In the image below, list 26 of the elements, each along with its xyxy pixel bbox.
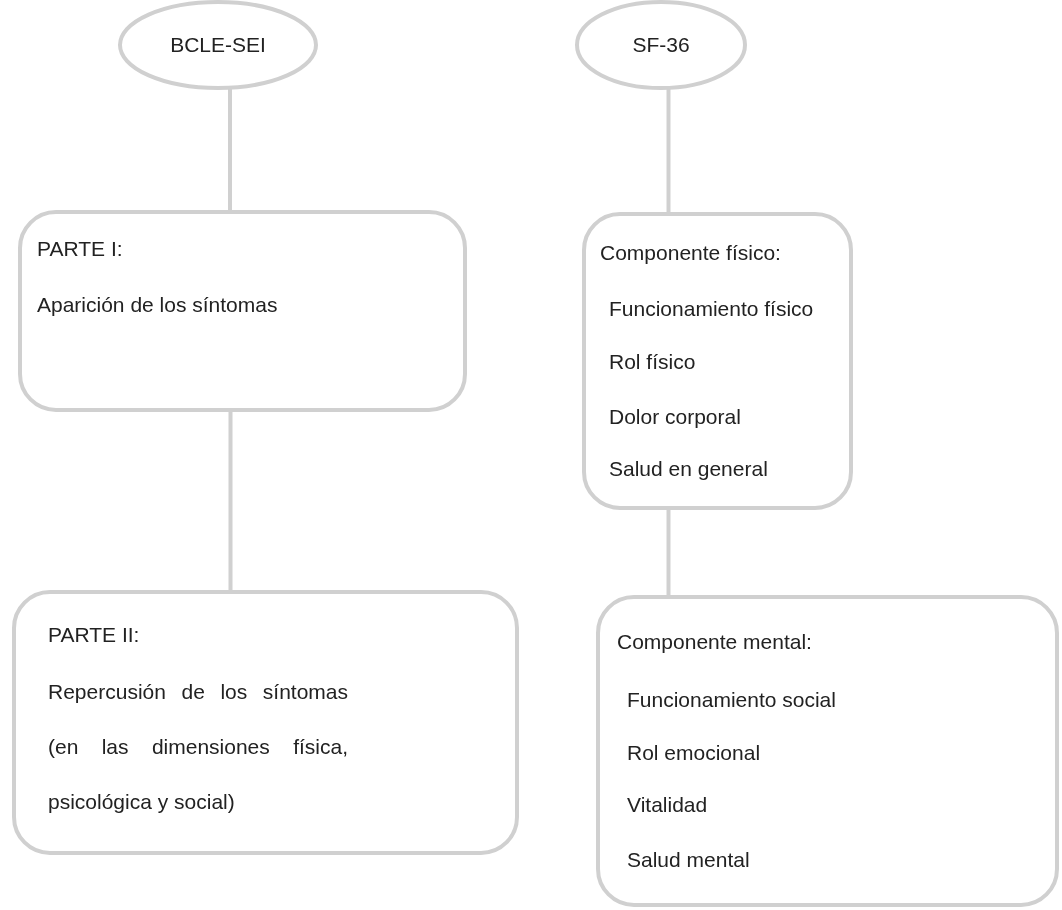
node-label: Salud en general: [609, 456, 768, 482]
node-label: Aparición de los síntomas: [37, 292, 278, 318]
node-heading: PARTE I:: [37, 236, 123, 262]
node-label: SF-36: [632, 32, 690, 58]
rounded-box: [18, 210, 467, 412]
node-label: Funcionamiento social: [627, 687, 836, 713]
connector-line: [228, 88, 232, 210]
node-label: Salud mental: [627, 847, 750, 873]
rounded-box: [582, 212, 853, 510]
node-label: Vitalidad: [627, 792, 708, 818]
node-heading: Componente físico:: [600, 240, 781, 266]
node-label: Repercusión de los síntomas (en las dimensiones física, psicológica y social): [48, 679, 348, 815]
node-label: BCLE-SEI: [170, 32, 266, 58]
ellipse-node: [120, 2, 316, 88]
connector-line: [666, 510, 671, 595]
connector-line: [666, 88, 671, 212]
node-heading: PARTE II:: [48, 622, 140, 648]
connector-line: [228, 412, 233, 590]
node-label: Funcionamiento físico: [609, 296, 814, 322]
node-label: Dolor corporal: [609, 404, 741, 430]
node-label: Rol físico: [609, 349, 696, 375]
node-label: Rol emocional: [627, 740, 761, 766]
rounded-box: [596, 595, 1059, 907]
rounded-box: [12, 590, 519, 855]
ellipse-node: [577, 2, 745, 88]
node-heading: Componente mental:: [617, 629, 812, 655]
